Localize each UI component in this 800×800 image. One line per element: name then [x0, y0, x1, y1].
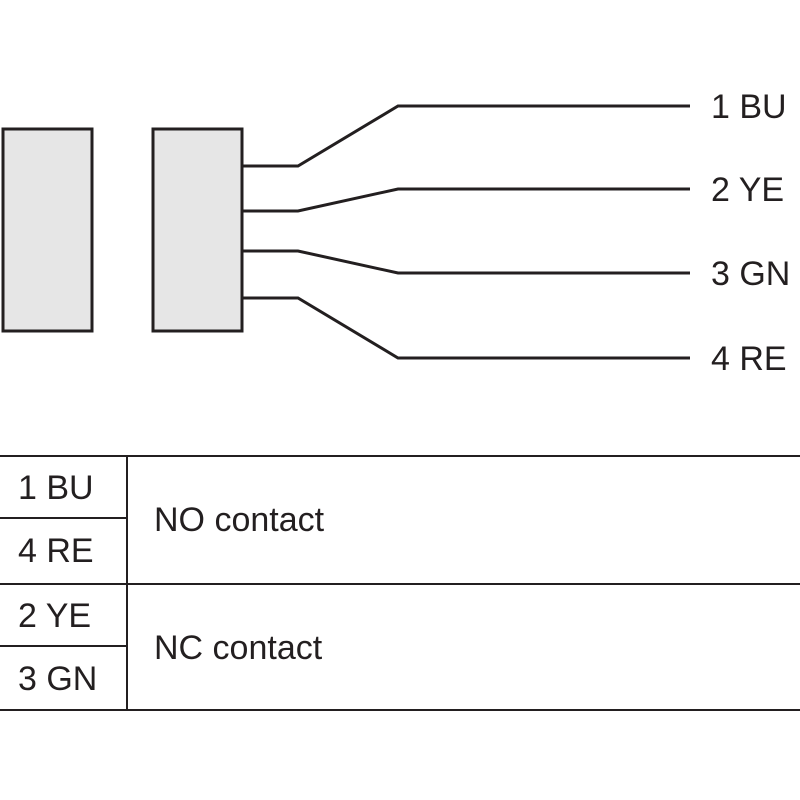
- table-row-no-contact: 1 BU 4 RE NO contact: [0, 457, 800, 585]
- wire-2: [242, 187, 690, 213]
- wire-3: [242, 249, 690, 275]
- actuator-block: [1, 127, 94, 333]
- wire-label-1: 1 BU: [711, 88, 787, 126]
- wire-label-3: 3 GN: [711, 255, 790, 293]
- pin-column: 1 BU 4 RE: [0, 457, 128, 583]
- pin-cell: 1 BU: [0, 457, 126, 519]
- pin-assignment-table: 1 BU 4 RE NO contact 2 YE 3 GN NC contac…: [0, 455, 800, 711]
- pin-cell: 4 RE: [18, 532, 94, 570]
- wire-1: [242, 104, 690, 168]
- contact-description: NC contact: [154, 629, 323, 667]
- table-row-nc-contact: 2 YE 3 GN NC contact: [0, 585, 800, 711]
- contact-description: NO contact: [154, 501, 325, 539]
- wire-4: [242, 296, 690, 360]
- wiring-diagram: 1 BU 2 YE 3 GN 4 RE: [1, 88, 790, 378]
- sensor-block: [151, 127, 244, 333]
- pin-cell: 2 YE: [0, 585, 126, 647]
- pin-cell: 3 GN: [18, 660, 98, 698]
- wire-label-4: 4 RE: [711, 340, 787, 378]
- pin-column: 2 YE 3 GN: [0, 585, 128, 711]
- wire-label-2: 2 YE: [711, 171, 784, 209]
